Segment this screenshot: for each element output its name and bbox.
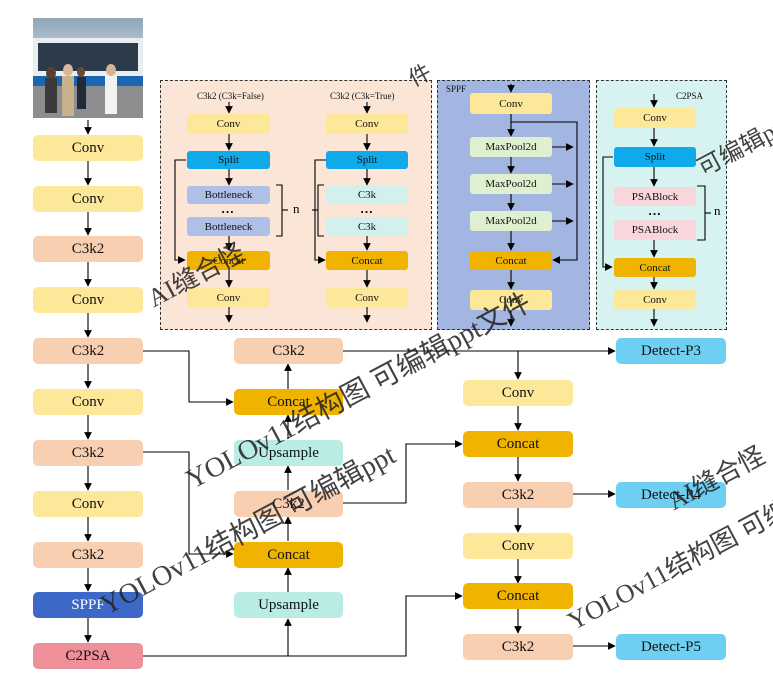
c2psa-conv-out: Conv bbox=[614, 290, 696, 309]
c2psa-conv-in: Conv bbox=[614, 108, 696, 128]
input-image bbox=[33, 18, 143, 118]
backbone-c3k2-2: C3k2 bbox=[33, 338, 143, 364]
neck-concat-3: Concat bbox=[463, 431, 573, 457]
neck-conv-2: Conv bbox=[463, 533, 573, 559]
backbone-sppf: SPPF bbox=[33, 592, 143, 618]
c3k2t-dots: … bbox=[360, 201, 373, 216]
c2psa-concat: Concat bbox=[614, 258, 696, 277]
backbone-c3k2-3: C3k2 bbox=[33, 440, 143, 466]
c3k2f-bottleneck-1: Bottleneck bbox=[187, 186, 270, 204]
backbone-c2psa: C2PSA bbox=[33, 643, 143, 669]
backbone-conv-1: Conv bbox=[33, 135, 143, 161]
sppf-panel-title: SPPF bbox=[446, 84, 467, 94]
c3k2t-conv-out: Conv bbox=[326, 288, 408, 307]
input-photo-sketch bbox=[33, 38, 143, 118]
neck-concat-4: Concat bbox=[463, 583, 573, 609]
neck-conv-1: Conv bbox=[463, 380, 573, 406]
sppf-maxpool-1: MaxPool2d bbox=[470, 137, 552, 157]
sppf-maxpool-3: MaxPool2d bbox=[470, 211, 552, 231]
neck-c3k2-p4: C3k2 bbox=[463, 482, 573, 508]
c2psa-psablock-1: PSABlock bbox=[614, 187, 696, 206]
c3k2-false-title: C3k2 (C3k=False) bbox=[197, 91, 264, 101]
c3k2f-split: Split bbox=[187, 151, 270, 169]
backbone-c3k2-4: C3k2 bbox=[33, 542, 143, 568]
c3k2t-conv-in: Conv bbox=[326, 114, 408, 134]
c2psa-split: Split bbox=[614, 147, 696, 167]
c3k2t-split: Split bbox=[326, 151, 408, 169]
c3k2f-concat: Concat bbox=[187, 251, 270, 270]
detect-p3: Detect-P3 bbox=[616, 338, 726, 364]
c3k2f-bottleneck-2: Bottleneck bbox=[187, 217, 270, 236]
neck-upsample-1: Upsample bbox=[234, 440, 343, 466]
sppf-conv-out: Conv bbox=[470, 290, 552, 310]
c3k2f-dots: … bbox=[221, 201, 234, 216]
backbone-conv-2: Conv bbox=[33, 186, 143, 212]
neck-upsample-2: Upsample bbox=[234, 592, 343, 618]
backbone-conv-4: Conv bbox=[33, 389, 143, 415]
backbone-conv-5: Conv bbox=[33, 491, 143, 517]
sppf-maxpool-2: MaxPool2d bbox=[470, 174, 552, 194]
neck-c3k2-top: C3k2 bbox=[234, 338, 343, 364]
sppf-conv-in: Conv bbox=[470, 93, 552, 114]
c3k2t-c3k-2: C3k bbox=[326, 217, 408, 236]
sppf-concat: Concat bbox=[470, 251, 552, 270]
detect-p5: Detect-P5 bbox=[616, 634, 726, 660]
detect-p4: Detect-P4 bbox=[616, 482, 726, 508]
c2psa-psablock-2: PSABlock bbox=[614, 220, 696, 240]
neck-concat-2: Concat bbox=[234, 542, 343, 568]
c3k2t-c3k-1: C3k bbox=[326, 186, 408, 204]
c2psa-panel-title: C2PSA bbox=[676, 91, 704, 101]
c2psa-repeat-n: n bbox=[714, 203, 721, 218]
c3k2f-conv-out: Conv bbox=[187, 288, 270, 307]
c3k2-repeat-n: n bbox=[293, 201, 300, 216]
c2psa-dots: … bbox=[648, 203, 661, 218]
backbone-c3k2-1: C3k2 bbox=[33, 236, 143, 262]
neck-concat-1: Concat bbox=[234, 389, 343, 415]
c3k2f-conv-in: Conv bbox=[187, 114, 270, 134]
neck-c3k2-mid: C3k2 bbox=[234, 491, 343, 517]
neck-c3k2-p5: C3k2 bbox=[463, 634, 573, 660]
backbone-conv-3: Conv bbox=[33, 287, 143, 313]
c3k2t-concat: Concat bbox=[326, 251, 408, 270]
c3k2-true-title: C3k2 (C3k=True) bbox=[330, 91, 395, 101]
